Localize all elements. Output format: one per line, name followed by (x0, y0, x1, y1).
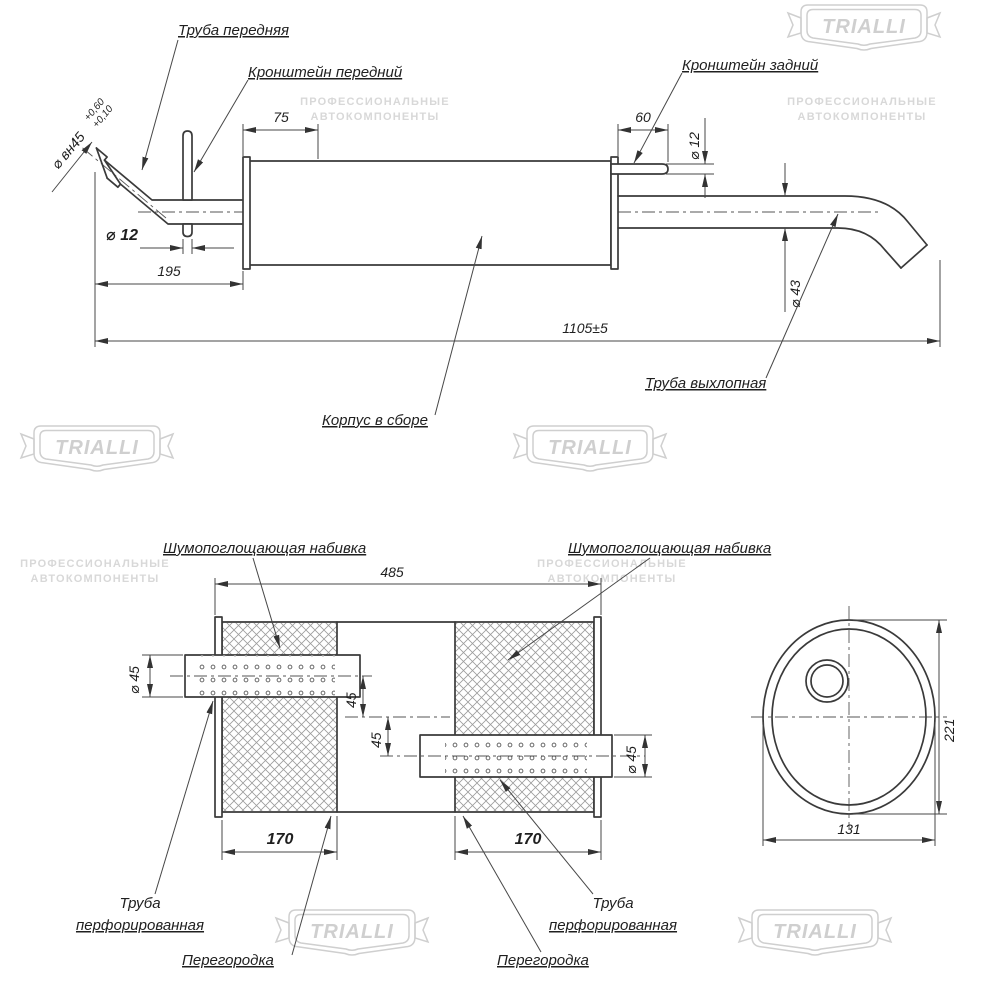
dim-inlet-diameter: ⌀ вн45 +0,60 +0,10 (48, 96, 116, 193)
front-bracket-pin (182, 223, 193, 238)
dim-end-height: 221 (853, 619, 957, 815)
side-view: 75 60 ⌀ 12 ⌀ 12 19 (48, 22, 941, 429)
dim-rear-offset: 60 (617, 109, 669, 162)
dim-rear-bracket-diameter: ⌀ 12 (666, 118, 714, 198)
label-partition-right: Перегородка (462, 815, 589, 969)
dim-left-pipe-diameter: ⌀ 45 (126, 654, 183, 698)
front-pipe (95, 147, 244, 225)
svg-text:485: 485 (380, 564, 404, 580)
svg-text:АВТОКОМПОНЕНТЫ: АВТОКОМПОНЕНТЫ (31, 573, 160, 585)
svg-text:170: 170 (267, 831, 294, 848)
svg-text:170: 170 (515, 831, 542, 848)
inlet-hole-inner (810, 664, 844, 698)
svg-text:перфорированная: перфорированная (549, 917, 677, 934)
svg-text:⌀ 12: ⌀ 12 (106, 227, 138, 244)
watermark-tagline-line2: АВТОКОМПОНЕНТЫ (311, 111, 440, 123)
brand-logo-text: TRIALLI (822, 16, 906, 38)
svg-text:⌀ 45: ⌀ 45 (623, 746, 639, 774)
muffler-body (242, 156, 619, 270)
inlet-hole-outer (805, 659, 849, 703)
brand-logo-watermark: TRIALLI (786, 4, 942, 51)
label-exhaust-pipe: Труба выхлопная (645, 213, 839, 392)
dim-end-width: 131 (762, 722, 936, 846)
svg-text:1105±5: 1105±5 (562, 320, 608, 336)
watermark-tagline-line1: ПРОФЕССИОНАЛЬНЫЕ (300, 96, 450, 108)
svg-text:Труба передняя: Труба передняя (178, 22, 289, 39)
end-view-shell-inner (771, 628, 927, 806)
brand-logo-watermark: TRIALLI (19, 425, 175, 472)
dim-front-offset: 75 (242, 109, 319, 159)
dim-right-pipe-offset: 45 (368, 717, 391, 756)
rear-bracket (610, 163, 669, 175)
svg-text:⌀ вн45: ⌀ вн45 (48, 129, 88, 172)
section-view: 485 ⌀ 45 ⌀ 45 45 45 170 (76, 540, 771, 969)
svg-text:Кронштейн задний: Кронштейн задний (682, 57, 819, 74)
sound-padding-right (455, 623, 593, 811)
dim-left-pipe-offset: 45 (343, 676, 366, 717)
label-perforated-pipe-left: Труба перфорированная (76, 700, 214, 934)
svg-text:75: 75 (273, 109, 289, 125)
svg-text:АВТОКОМПОНЕНТЫ: АВТОКОМПОНЕНТЫ (548, 573, 677, 585)
watermark-tagline-top-center: ПРОФЕССИОНАЛЬНЫЕ АВТОКОМПОНЕНТЫ (300, 96, 450, 123)
dim-total-length: 1105±5 (94, 260, 941, 347)
watermark-tagline-mid-left: ПРОФЕССИОНАЛЬНЫЕ АВТОКОМПОНЕНТЫ (20, 558, 170, 585)
brand-logo-watermark: TRIALLI (737, 909, 893, 956)
svg-text:Перегородка: Перегородка (497, 952, 589, 969)
svg-text:Шумопоглощающая набивка: Шумопоглощающая набивка (163, 540, 366, 557)
svg-text:TRIALLI: TRIALLI (548, 437, 632, 459)
svg-text:195: 195 (157, 263, 181, 279)
svg-text:Корпус в сборе: Корпус в сборе (322, 412, 428, 429)
label-padding-left: Шумопоглощающая набивка (163, 540, 366, 649)
inlet-axis-centerline (71, 138, 167, 219)
dim-front-length: 195 (94, 172, 244, 290)
front-bracket (182, 130, 193, 201)
svg-text:131: 131 (837, 821, 860, 837)
dim-padding-length-right: 170 (454, 816, 602, 860)
svg-text:ПРОФЕССИОНАЛЬНЫЕ: ПРОФЕССИОНАЛЬНЫЕ (787, 96, 937, 108)
svg-text:60: 60 (635, 109, 651, 125)
label-body-assembly: Корпус в сборе (322, 235, 483, 429)
svg-text:Труба выхлопная: Труба выхлопная (645, 375, 766, 392)
exhaust-pipe (617, 195, 928, 269)
watermark-tagline-mid-center: ПРОФЕССИОНАЛЬНЫЕ АВТОКОМПОНЕНТЫ (537, 558, 687, 585)
dim-exhaust-diameter: ⌀ 43 (782, 163, 803, 312)
svg-text:45: 45 (368, 732, 384, 748)
svg-text:45: 45 (343, 692, 359, 708)
svg-text:ПРОФЕССИОНАЛЬНЫЕ: ПРОФЕССИОНАЛЬНЫЕ (537, 558, 687, 570)
label-front-pipe: Труба передняя (141, 22, 289, 171)
brand-logo-watermark: TRIALLI (512, 425, 668, 472)
end-view-shell-outer (762, 619, 936, 815)
watermark-layer: ПРОФЕССИОНАЛЬНЫЕ АВТОКОМПОНЕНТЫ ПРОФЕССИ… (19, 4, 942, 956)
label-rear-bracket: Кронштейн задний (633, 57, 819, 164)
section-body (214, 616, 602, 818)
svg-text:TRIALLI: TRIALLI (55, 437, 139, 459)
label-padding-right: Шумопоглощающая набивка (507, 540, 771, 661)
dim-right-pipe-diameter: ⌀ 45 (614, 734, 652, 778)
end-view: 221 131 (751, 606, 957, 846)
svg-text:TRIALLI: TRIALLI (773, 921, 857, 943)
svg-text:⌀ 45: ⌀ 45 (126, 666, 142, 694)
svg-text:перфорированная: перфорированная (76, 917, 204, 934)
svg-text:Труба: Труба (119, 895, 160, 912)
label-perforated-pipe-right: Труба перфорированная (499, 779, 677, 934)
label-partition-left: Перегородка (182, 815, 332, 969)
svg-text:⌀ 43: ⌀ 43 (787, 280, 803, 308)
svg-text:221: 221 (941, 719, 957, 743)
svg-text:TRIALLI: TRIALLI (310, 921, 394, 943)
label-front-bracket: Кронштейн передний (193, 64, 403, 173)
dim-padding-length-left: 170 (221, 816, 338, 860)
dim-front-bracket-diameter: ⌀ 12 (106, 227, 234, 254)
svg-text:⌀ 12: ⌀ 12 (686, 132, 702, 160)
svg-text:Шумопоглощающая набивка: Шумопоглощающая набивка (568, 540, 771, 557)
svg-text:Кронштейн передний: Кронштейн передний (248, 64, 403, 81)
watermark-tagline-top-right: ПРОФЕССИОНАЛЬНЫЕ АВТОКОМПОНЕНТЫ (787, 96, 937, 123)
svg-text:Перегородка: Перегородка (182, 952, 274, 969)
svg-text:ПРОФЕССИОНАЛЬНЫЕ: ПРОФЕССИОНАЛЬНЫЕ (20, 558, 170, 570)
sound-padding-left (223, 623, 337, 811)
svg-text:Труба: Труба (592, 895, 633, 912)
brand-logo-watermark: TRIALLI (274, 909, 430, 956)
svg-text:АВТОКОМПОНЕНТЫ: АВТОКОМПОНЕНТЫ (798, 111, 927, 123)
dim-body-length: 485 (214, 564, 602, 615)
